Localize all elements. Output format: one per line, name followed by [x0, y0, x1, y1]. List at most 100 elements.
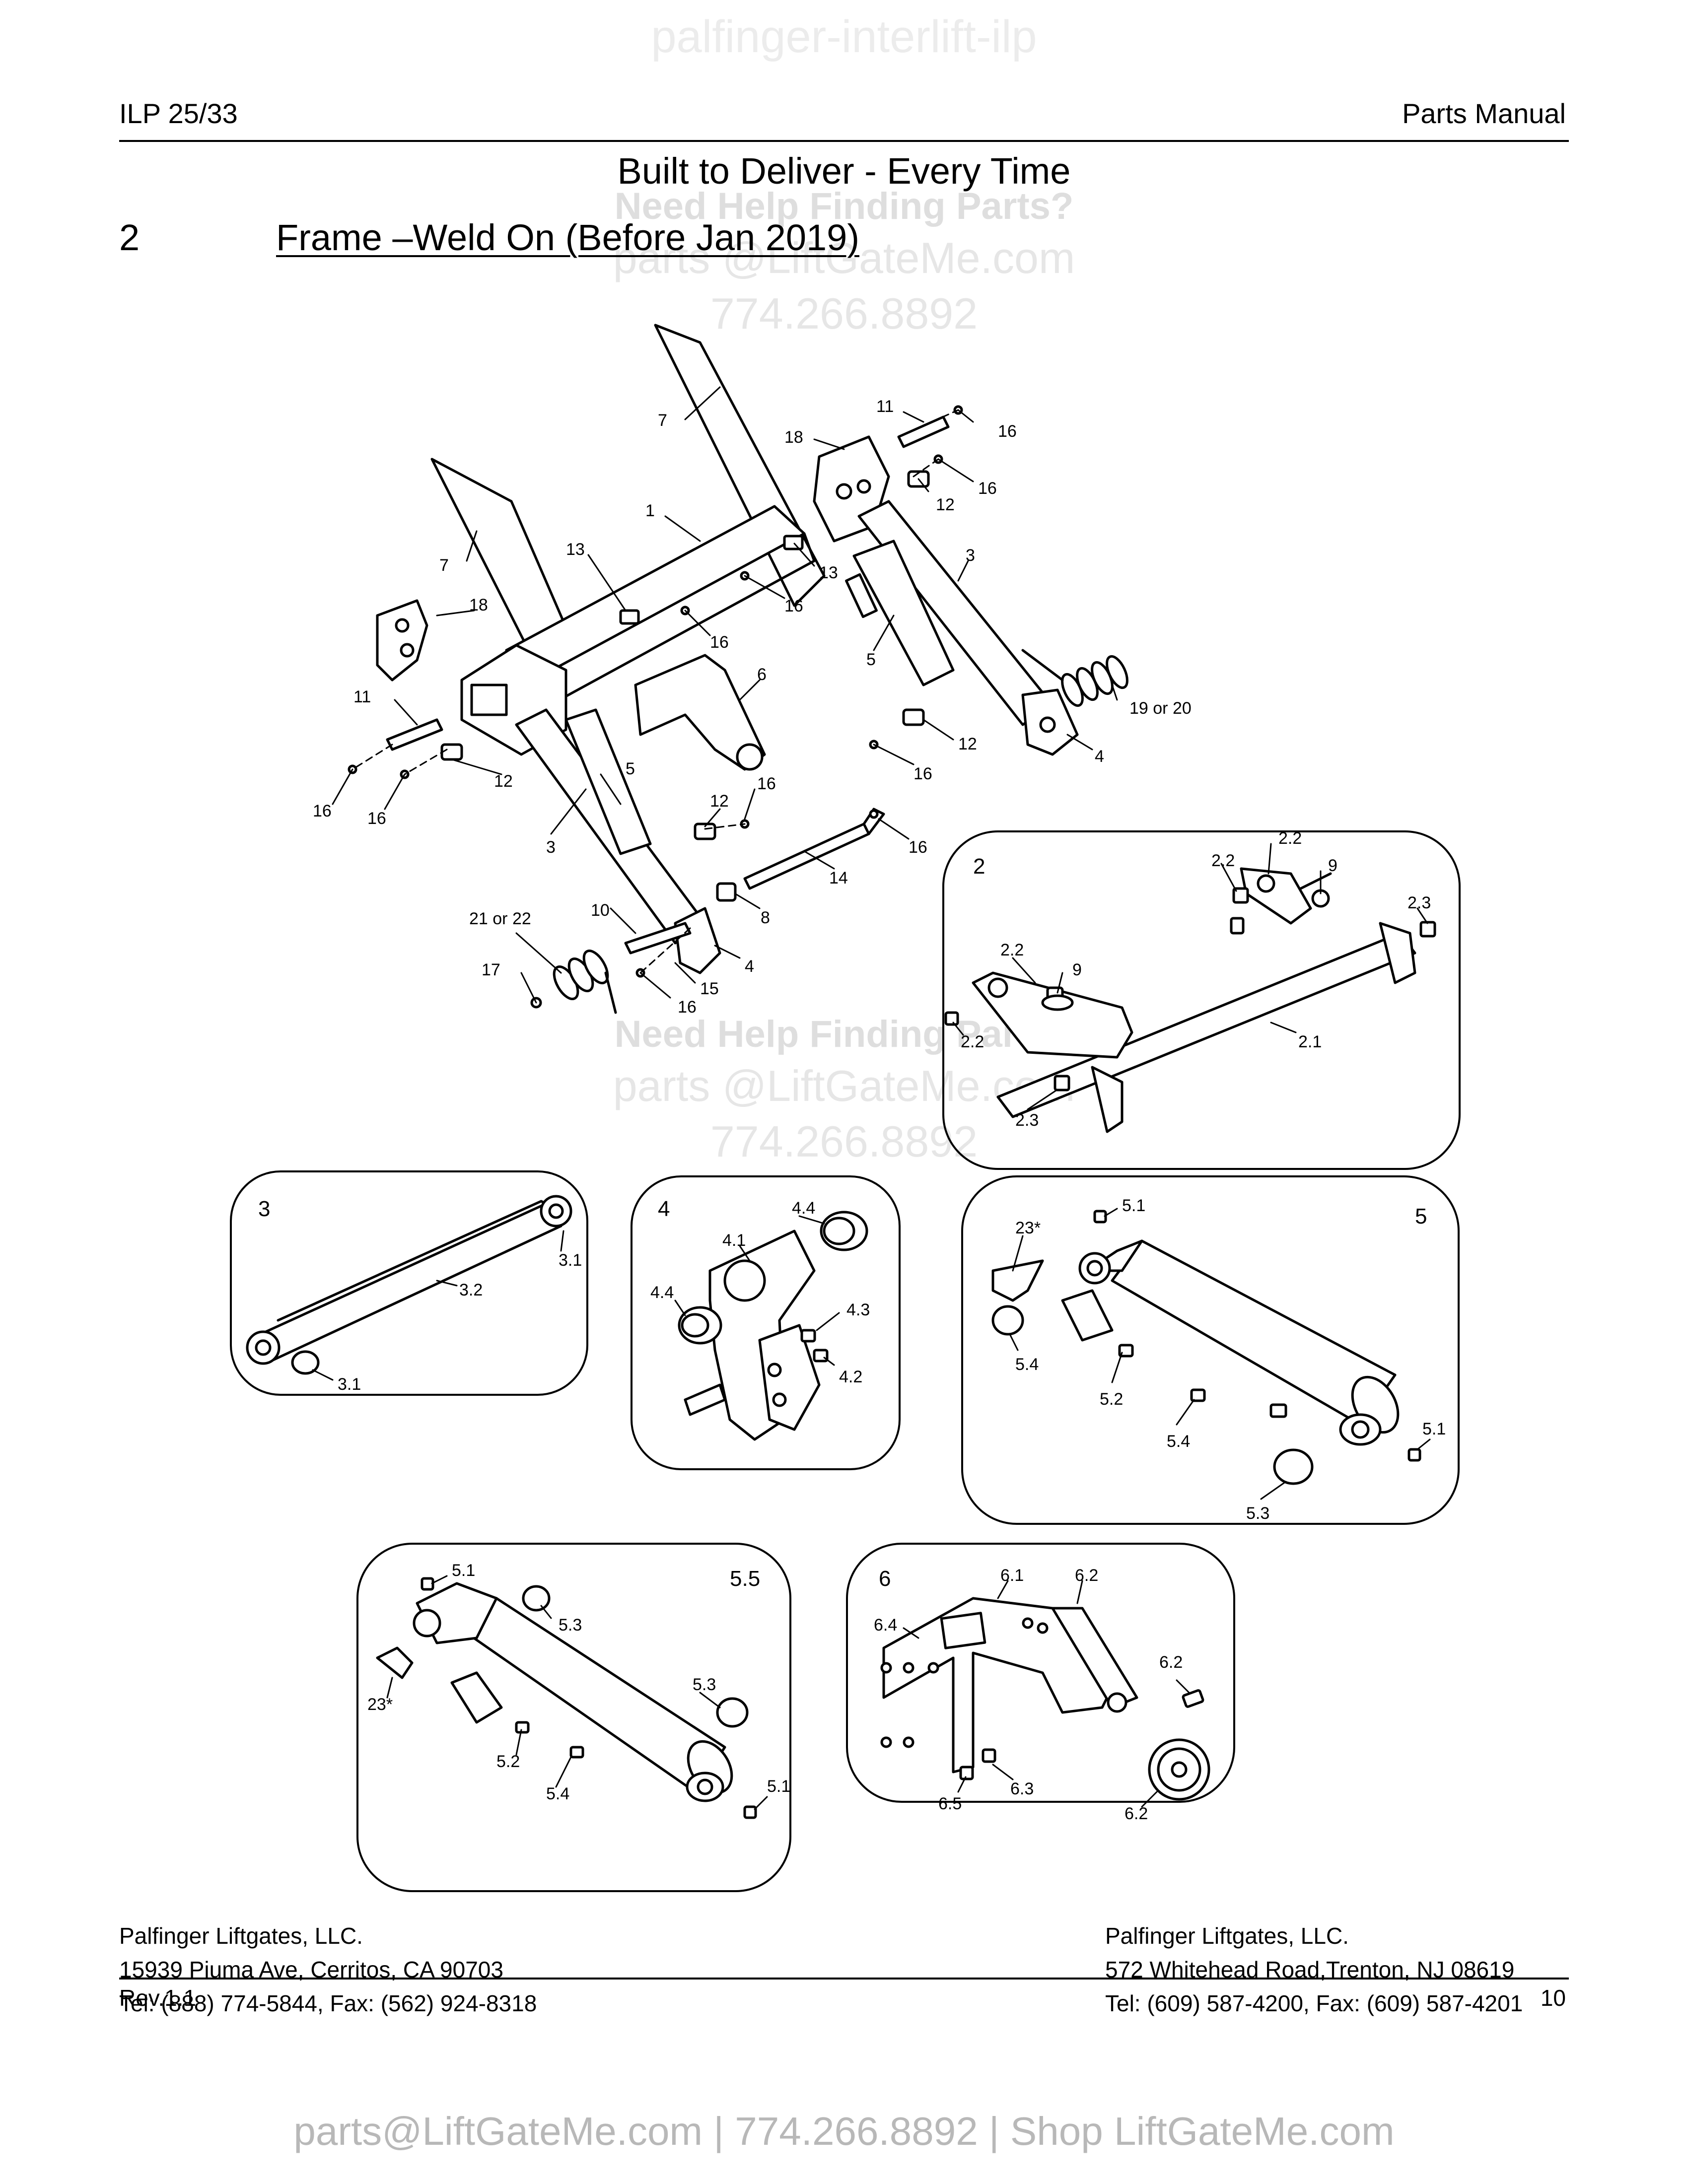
- callout: 5.1: [767, 1777, 790, 1796]
- section-title: Frame –Weld On (Before Jan 2019): [276, 217, 859, 258]
- callout: 2.3: [1015, 1111, 1039, 1130]
- footer-company: Palfinger Liftgates, LLC.: [1105, 1923, 1349, 1949]
- callout: 5: [626, 759, 635, 778]
- callout: 5.3: [1246, 1504, 1269, 1523]
- header-rule: [119, 140, 1569, 142]
- callout: 5.1: [1122, 1196, 1145, 1215]
- callout: 5.3: [559, 1616, 582, 1635]
- callout: 2.3: [1407, 893, 1431, 912]
- detail-6-labels: 6 6.1 6.2 6.4 6.2 6.5 6.3 6.2: [874, 1566, 1183, 1823]
- callout: 3.1: [559, 1251, 582, 1270]
- callout: 15: [700, 979, 719, 998]
- watermark-block-1: Need Help Finding Parts? parts @LiftGate…: [0, 185, 1688, 339]
- callout: 4.2: [839, 1367, 862, 1386]
- callout: 4.4: [792, 1199, 815, 1218]
- callout: 6.5: [938, 1794, 962, 1813]
- callout: 17: [482, 960, 500, 979]
- detail-3-frame: [230, 1170, 588, 1396]
- callout: 11: [876, 397, 894, 416]
- cylinder-left: [564, 708, 652, 855]
- detail-6-frame: [846, 1543, 1235, 1803]
- callout: 5: [866, 650, 876, 669]
- callout: 4.4: [650, 1283, 674, 1302]
- callout: 5.2: [496, 1752, 520, 1771]
- callout: 16: [914, 764, 932, 783]
- detail-55-labels: 5.5 5.1 5.3 23* 5.3 5.2 5.4 5.1: [367, 1561, 790, 1803]
- pin-10: [624, 922, 692, 955]
- page-number: 10: [1540, 1985, 1566, 2011]
- arm-3-2: [257, 1202, 563, 1362]
- callout: 4.1: [722, 1231, 746, 1250]
- callout: 14: [829, 869, 848, 887]
- watermark-phone: 774.266.8892: [710, 1117, 978, 1166]
- callout: 2.2: [1000, 941, 1024, 959]
- callout: 10: [591, 901, 610, 920]
- detail-4-frame: [631, 1175, 901, 1470]
- section-number: 2: [119, 217, 140, 258]
- callout: 12: [936, 495, 955, 514]
- callout: 6.4: [874, 1616, 897, 1635]
- callout: 16: [678, 998, 697, 1017]
- callout: 5.4: [1015, 1355, 1039, 1374]
- callout: 16: [757, 774, 776, 793]
- fitting: [869, 809, 879, 819]
- callout: 16: [367, 809, 386, 828]
- main-callouts: 7 7 11 16 18 16 12 1 13 13 16 3 18 16 6 …: [313, 397, 1192, 1017]
- watermark-email: parts @LiftGateMe.com: [613, 1061, 1075, 1110]
- loose-bracket: [376, 599, 428, 682]
- callout: 2.1: [1298, 1032, 1322, 1051]
- callout: 3.1: [338, 1375, 361, 1394]
- callout: 6.2: [1159, 1653, 1183, 1672]
- footer-address: 15939 Piuma Ave, Cerritos, CA 90703: [119, 1957, 503, 1982]
- callout: 3: [966, 546, 975, 565]
- callout: 16: [784, 597, 803, 615]
- header-model: ILP 25/33: [119, 98, 238, 129]
- callout: 18: [784, 428, 803, 447]
- footer-rule: [119, 1978, 1569, 1979]
- shaft-14: [743, 822, 870, 890]
- callout: 19 or 20: [1129, 699, 1192, 718]
- callout: 2.2: [1211, 851, 1235, 870]
- pin-11-left: [386, 718, 443, 751]
- detail-3-labels: 3 3.1 3.2 3.1: [258, 1197, 582, 1394]
- callout: 16: [313, 802, 332, 820]
- detail-number: 4: [658, 1197, 670, 1221]
- callout: 4.3: [846, 1300, 870, 1319]
- callout: 5.1: [1422, 1420, 1446, 1438]
- footer-company: Palfinger Liftgates, LLC.: [119, 1923, 363, 1949]
- callout: 4: [745, 957, 754, 976]
- callout: 6.3: [1010, 1779, 1034, 1798]
- bolt-13a: [783, 535, 804, 550]
- callout: 7: [658, 411, 667, 430]
- callout: 13: [819, 563, 838, 582]
- callout: 3.2: [459, 1281, 483, 1299]
- callout: 12: [494, 772, 513, 791]
- callout: 6.2: [1125, 1804, 1148, 1823]
- watermark-block-2: Need Help Finding Parts? parts @LiftGate…: [0, 1013, 1688, 1167]
- callout: 7: [439, 556, 449, 575]
- detail-5-frame: [961, 1175, 1460, 1525]
- watermark-phone: 774.266.8892: [710, 289, 978, 338]
- callout: 23*: [367, 1695, 393, 1714]
- tagline: Built to Deliver - Every Time: [617, 150, 1071, 192]
- callout: 13: [566, 540, 585, 559]
- footer-east-office: Palfinger Liftgates, LLC. 572 Whitehead …: [1105, 1919, 1523, 2020]
- callout: 16: [998, 422, 1017, 441]
- spring-right: [1021, 649, 1128, 707]
- detail-2-frame: [942, 830, 1461, 1170]
- callout: 16: [909, 838, 927, 857]
- callout: 18: [469, 596, 488, 614]
- callout: 23*: [1015, 1219, 1041, 1237]
- callout: 21 or 22: [469, 909, 531, 928]
- bolt-13b: [619, 609, 640, 625]
- callout: 6: [757, 665, 767, 684]
- callout: 6.1: [1000, 1566, 1024, 1585]
- watermark-help: Need Help Finding Parts?: [614, 1013, 1074, 1055]
- callout: 4: [1095, 747, 1104, 766]
- callout: 11: [353, 687, 371, 706]
- callout: 5.1: [452, 1561, 475, 1580]
- callout: 5.4: [546, 1784, 569, 1803]
- contact-line: parts@LiftGateMe.com | 774.266.8892 | Sh…: [293, 2109, 1395, 2153]
- detail-4-labels: 4 4.4 4.1 4.4 4.3 4.2: [650, 1197, 870, 1386]
